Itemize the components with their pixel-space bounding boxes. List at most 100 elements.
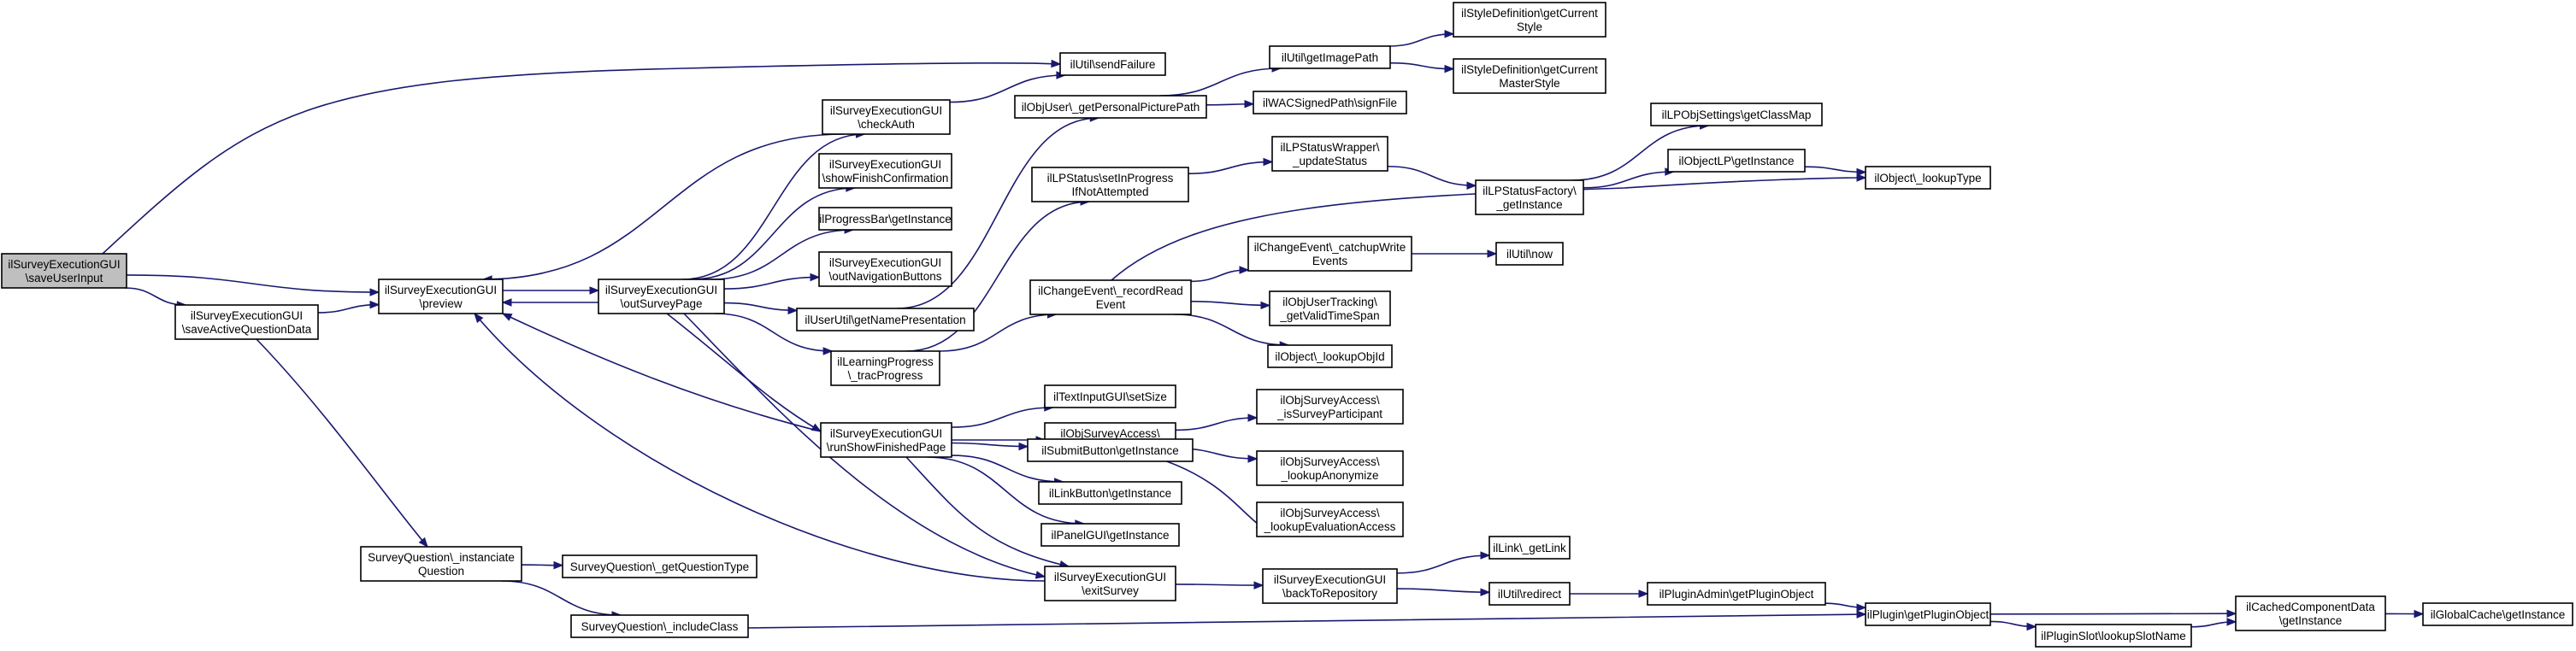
edge-n17-n18	[1188, 157, 1274, 174]
edge-line-n47-n41	[747, 613, 1866, 629]
node-n34[interactable]: ilLinkButton\getInstance	[1038, 481, 1182, 505]
node-label-line: ilUtil\redirect	[1498, 588, 1562, 601]
node-label-line: ilUserUtil\getNamePresentation	[805, 314, 965, 326]
node-n26[interactable]: ilObjUserTracking\_getValidTimeSpan	[1269, 290, 1391, 326]
edge-n13-n14	[1388, 30, 1455, 47]
node-n22[interactable]: ilObject\_lookupType	[1865, 166, 1991, 190]
edge-line-n3-n45	[256, 338, 428, 548]
node-label-line: ilLPStatusWrapper\	[1280, 141, 1379, 154]
node-n20[interactable]: ilLPObjSettings\getClassMap	[1650, 103, 1823, 126]
node-n16[interactable]: ilWACSignedPath\signFile	[1253, 91, 1407, 114]
edge-n40-n41	[1824, 602, 1867, 612]
node-n4[interactable]: ilSurveyExecutionGUI\checkAuth	[822, 99, 951, 135]
edge-line-n6-n2	[502, 313, 822, 432]
edge-n47-n41	[747, 610, 1867, 629]
node-n2[interactable]: ilSurveyExecutionGUI\preview	[378, 279, 504, 314]
edge-line-n3-n2	[317, 303, 380, 314]
node-label-line: ilObjSurveyAccess\	[1060, 427, 1160, 440]
node-n47[interactable]: SurveyQuestion\_includeClass	[570, 614, 749, 638]
node-box	[822, 99, 951, 135]
node-box	[1014, 95, 1207, 119]
edge-line-n0-n1	[102, 62, 1061, 255]
node-label-line: ilLPObjSettings\getClassMap	[1662, 108, 1812, 121]
node-n40[interactable]: ilPluginAdmin\getPluginObject	[1647, 582, 1826, 606]
edge-arrowhead-n5-n6	[811, 423, 822, 432]
node-n12[interactable]: ilObjUser\_getPersonalPicturePath	[1014, 95, 1207, 119]
node-n7[interactable]: ilSurveyExecutionGUI\showFinishConfirmat…	[818, 153, 952, 189]
edge-line-n0-n3	[125, 287, 186, 306]
node-n5[interactable]: ilSurveyExecutionGUI\outSurveyPage	[598, 279, 725, 314]
node-n10[interactable]: ilUserUtil\getNamePresentation	[796, 308, 975, 331]
edge-n5-n11	[714, 313, 834, 355]
node-n31[interactable]: ilObjSurveyAccess\_lookupAnonymize	[1256, 450, 1404, 486]
node-box	[2035, 624, 2192, 648]
edge-line-n23-n27	[1174, 314, 1289, 346]
edge-line-n11-n17	[905, 201, 1090, 352]
node-box	[1865, 166, 1991, 190]
node-label-line: ilChangeEvent\_catchupWrite	[1254, 241, 1406, 254]
node-label-line: ilSurveyExecutionGUI	[829, 158, 941, 171]
node-label-line: _getValidTimeSpan	[1279, 309, 1379, 322]
edge-line-n18-n19	[1387, 165, 1477, 187]
edge-arrowhead-n12-n16	[1244, 100, 1255, 108]
node-n42[interactable]: ilPluginSlot\lookupSlotName	[2035, 624, 2192, 648]
node-label-line: IfNotAttempted	[1071, 185, 1148, 198]
node-box	[1038, 481, 1182, 505]
node-n8[interactable]: ilProgressBar\getInstance	[818, 207, 952, 231]
node-n28[interactable]: ilTextInputGUI\setSize	[1044, 384, 1176, 408]
node-n33[interactable]: ilSubmitButton\getInstance	[1027, 438, 1194, 462]
node-label-line: \runShowFinishedPage	[827, 441, 946, 454]
node-label-line: ilObject\_lookupType	[1874, 172, 1981, 185]
node-n21[interactable]: ilObjectLP\getInstance	[1667, 149, 1806, 173]
node-n13[interactable]: ilUtil\getImagePath	[1269, 45, 1391, 69]
edge-arrowhead-n5-n9	[810, 273, 821, 282]
node-n41[interactable]: ilPlugin\getPluginObject	[1865, 602, 1991, 626]
node-n6[interactable]: ilSurveyExecutionGUI\runShowFinishedPage	[820, 422, 952, 458]
node-n39[interactable]: ilUtil\redirect	[1488, 582, 1571, 606]
edge-arrowhead-n43-n44	[2414, 609, 2425, 619]
edge-arrowhead-n37-n39	[1480, 588, 1491, 596]
node-box	[1040, 523, 1180, 547]
edge-line-n4-n1	[949, 74, 1065, 103]
node-n46[interactable]: SurveyQuestion\_getQuestionType	[562, 554, 757, 578]
node-label-line: \preview	[419, 297, 463, 310]
node-n38[interactable]: ilLink\_getLink	[1488, 536, 1571, 560]
edge-line-n6-n33	[951, 442, 1029, 448]
edge-arrowhead-n6-n33	[1018, 442, 1029, 451]
node-n27[interactable]: ilObject\_lookupObjId	[1267, 344, 1393, 368]
edge-arrowhead-n23-n24	[1239, 266, 1250, 274]
edge-n36-n37	[1175, 581, 1264, 589]
edge-n41-n42	[1989, 620, 2037, 631]
node-n44[interactable]: ilGlobalCache\getInstance	[2422, 602, 2573, 626]
node-label-line: ilSurveyExecutionGUI	[605, 284, 717, 296]
node-n18[interactable]: ilLPStatusWrapper\_updateStatus	[1271, 136, 1388, 172]
node-n37[interactable]: ilSurveyExecutionGUI\backToRepository	[1262, 568, 1398, 604]
edge-line-n4-n2	[483, 133, 844, 280]
node-n32[interactable]: ilObjSurveyAccess\_lookupEvaluationAcces…	[1256, 501, 1404, 537]
node-box	[818, 251, 952, 287]
node-n36[interactable]: ilSurveyExecutionGUI\exitSurvey	[1044, 566, 1176, 601]
node-n43[interactable]: ilCachedComponentData\getInstance	[2235, 595, 2386, 631]
node-n11[interactable]: ilLearningProgress\_tracProgress	[830, 350, 940, 386]
edge-n5-n9	[723, 273, 821, 290]
edge-n13-n15	[1389, 62, 1455, 73]
node-n9[interactable]: ilSurveyExecutionGUI\outNavigationButton…	[818, 251, 952, 287]
node-n19[interactable]: ilLPStatusFactory\_getInstance	[1475, 179, 1584, 215]
node-n0[interactable]: ilSurveyExecutionGUI\saveUserInput	[1, 253, 127, 289]
edge-arrowhead-n40-n41	[1856, 603, 1867, 612]
node-n25[interactable]: ilUtil\now	[1495, 242, 1564, 266]
node-n35[interactable]: ilPanelGUI\getInstance	[1040, 523, 1180, 547]
node-n3[interactable]: ilSurveyExecutionGUI\saveActiveQuestionD…	[174, 304, 319, 340]
edge-n39-n40	[1570, 589, 1649, 598]
node-label-line: ilStyleDefinition\getCurrent	[1461, 7, 1598, 20]
node-n1[interactable]: ilUtil\sendFailure	[1059, 52, 1166, 76]
edge-n41-n43	[1989, 609, 2237, 618]
edge-arrowhead-n42-n43	[2226, 618, 2237, 626]
node-n30[interactable]: ilObjSurveyAccess\_isSurveyParticipant	[1256, 389, 1404, 425]
